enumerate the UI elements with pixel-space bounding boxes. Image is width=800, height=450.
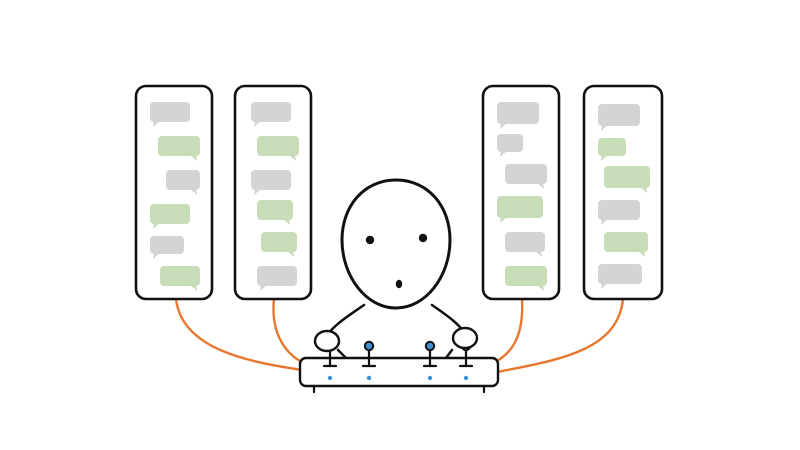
message-bubble-incoming [150,102,190,127]
message-bubble-outgoing [497,196,543,223]
torso-outline [324,303,468,340]
left-eye [365,235,375,245]
message-bubble-incoming [598,200,640,225]
indicator-led [327,375,333,381]
phone-1 [134,84,214,301]
message-bubble-incoming [257,266,297,291]
left-hand [313,329,341,353]
message-bubble-outgoing [257,200,293,225]
joystick [422,340,438,368]
message-bubble-incoming [497,102,539,129]
controller-body [298,356,500,388]
cable-phone-2 [272,297,304,364]
indicator-led [427,375,433,381]
character-body [324,303,468,360]
phone-4 [582,84,664,301]
cable-phone-4 [495,297,625,374]
message-bubble-incoming [497,134,523,157]
message-bubble-incoming [598,264,642,289]
cable-phone-3 [495,297,524,363]
message-bubble-outgoing [257,136,299,161]
message-bubble-outgoing [261,232,297,257]
phone-2 [233,84,313,301]
message-bubble-incoming [251,170,291,195]
torso-lower [336,348,454,360]
head-outline [340,178,452,310]
message-bubble-outgoing [505,266,547,291]
mouth-surprised [395,279,403,289]
message-bubble-outgoing [604,232,648,257]
message-bubble-incoming [505,164,547,189]
indicator-led [463,375,469,381]
joystick [361,340,377,368]
message-bubble-outgoing [160,266,200,291]
message-bubble-incoming [251,102,291,127]
message-bubble-outgoing [150,204,190,229]
hands [313,326,479,353]
character-head [340,178,452,310]
cables [174,297,625,374]
right-eye [418,233,428,243]
phone-3 [481,84,561,301]
message-bubble-outgoing [598,138,626,161]
message-bubble-outgoing [604,166,650,193]
indicator-led [366,375,372,381]
message-bubble-incoming [150,236,184,259]
right-hand [451,326,479,350]
message-bubble-incoming [598,104,640,131]
phones [134,84,664,301]
message-bubble-outgoing [158,136,200,161]
cable-phone-1 [174,297,304,372]
message-bubble-incoming [166,170,200,195]
message-bubble-incoming [505,232,545,257]
